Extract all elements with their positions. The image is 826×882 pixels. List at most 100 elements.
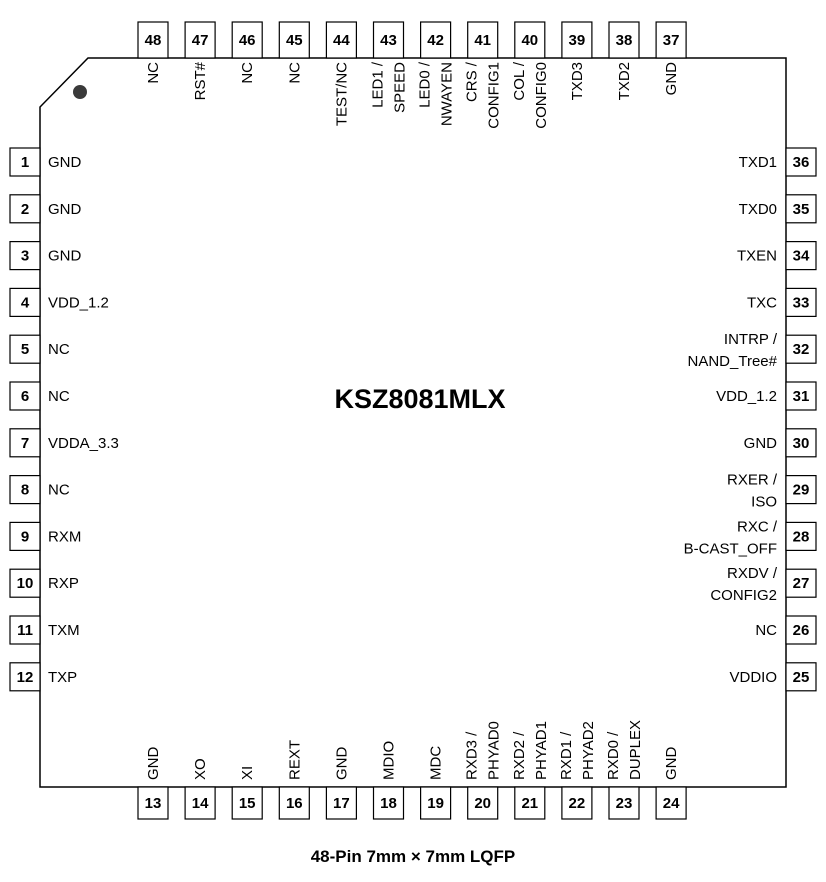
pin-label-28-line1: RXC / xyxy=(737,518,778,535)
pin-label-10: RXP xyxy=(48,575,79,592)
pin-label-26: NC xyxy=(755,622,777,639)
pin-label-9: RXM xyxy=(48,528,81,545)
pin-label-28-line2: B-CAST_OFF xyxy=(684,540,777,557)
pin-label-1: GND xyxy=(48,154,82,171)
pin-label-15: XI xyxy=(239,766,256,780)
pin-label-13: GND xyxy=(145,747,162,781)
pin-number-29: 29 xyxy=(793,482,810,499)
pin-box-36 xyxy=(785,147,817,177)
pin-box-23 xyxy=(608,786,640,820)
pin1-marker-dot xyxy=(73,85,87,99)
pin-number-21: 21 xyxy=(521,795,538,812)
pin-box-10 xyxy=(9,568,41,598)
pin-label-21-line2: PHYAD1 xyxy=(533,721,550,780)
pin-box-31 xyxy=(785,381,817,411)
pin-label-37: GND xyxy=(663,62,680,96)
pin-box-4 xyxy=(9,287,41,317)
pin-number-39: 39 xyxy=(569,32,586,49)
pin-number-41: 41 xyxy=(474,32,491,49)
pin-box-38 xyxy=(608,21,640,59)
pin-box-39 xyxy=(561,21,593,59)
pin-box-27 xyxy=(785,568,817,598)
pin-number-47: 47 xyxy=(192,32,209,49)
pin-label-8: NC xyxy=(48,482,70,499)
pin-number-3: 3 xyxy=(21,248,29,265)
pin-box-35 xyxy=(785,194,817,224)
pin-box-44 xyxy=(325,21,357,59)
pin-box-32 xyxy=(785,334,817,364)
chip-title: KSZ8081MLX xyxy=(334,384,505,414)
pin-box-5 xyxy=(9,334,41,364)
pin-box-20 xyxy=(467,786,499,820)
pin-box-21 xyxy=(514,786,546,820)
pin-label-40-line1: COL / xyxy=(511,61,528,100)
pin-number-34: 34 xyxy=(793,248,810,265)
pin-box-3 xyxy=(9,241,41,271)
pin-label-43-line2: SPEED xyxy=(392,62,409,113)
pin-number-44: 44 xyxy=(333,32,350,49)
pin-box-8 xyxy=(9,475,41,505)
pin-label-20-line2: PHYAD0 xyxy=(486,721,503,780)
pin-label-2: GND xyxy=(48,201,82,218)
pin-box-26 xyxy=(785,615,817,645)
pin-number-37: 37 xyxy=(663,32,680,49)
pin-box-18 xyxy=(372,786,405,820)
pin-label-24: GND xyxy=(663,747,680,781)
pin-number-19: 19 xyxy=(427,795,444,812)
pin-number-17: 17 xyxy=(333,795,350,812)
pin-number-9: 9 xyxy=(21,528,29,545)
pin-number-46: 46 xyxy=(239,32,256,49)
pin-label-45: NC xyxy=(286,62,303,84)
pin-box-14 xyxy=(184,786,216,820)
pin-label-18: MDIO xyxy=(381,741,398,780)
pin-number-5: 5 xyxy=(21,341,29,358)
pin-label-25: VDDIO xyxy=(729,669,777,686)
pin-box-19 xyxy=(420,786,452,820)
pin-number-22: 22 xyxy=(569,795,586,812)
pin-label-12: TXP xyxy=(48,669,77,686)
pin-label-3: GND xyxy=(48,248,82,265)
pin-number-42: 42 xyxy=(427,32,444,49)
pin-label-16: REXT xyxy=(286,740,303,780)
pin-box-28 xyxy=(785,521,817,552)
pin-box-34 xyxy=(785,241,817,271)
pin-label-42-line1: LED0 / xyxy=(417,61,434,108)
pin-label-29-line1: RXER / xyxy=(727,472,778,489)
pin-box-25 xyxy=(785,662,817,692)
pin-number-30: 30 xyxy=(793,435,810,452)
pin-label-31: VDD_1.2 xyxy=(716,388,777,405)
pin-number-13: 13 xyxy=(145,795,162,812)
pin-label-41-line1: CRS / xyxy=(464,61,481,102)
pin-number-25: 25 xyxy=(793,669,810,686)
pin-box-43 xyxy=(372,21,405,59)
pin-label-36: TXD1 xyxy=(739,154,777,171)
pin-label-44: TEST/NC xyxy=(333,62,350,126)
pin-label-7: VDDA_3.3 xyxy=(48,435,119,452)
pin-label-35: TXD0 xyxy=(739,201,777,218)
pin-number-4: 4 xyxy=(21,294,30,311)
pin-number-7: 7 xyxy=(21,435,29,452)
pin-label-14: XO xyxy=(192,758,209,780)
pin-box-30 xyxy=(785,428,817,458)
pin-label-27-line2: CONFIG2 xyxy=(710,587,777,604)
pin-number-35: 35 xyxy=(793,201,810,218)
pin-number-15: 15 xyxy=(239,795,256,812)
pin-label-32-line2: NAND_Tree# xyxy=(688,353,778,370)
pin-label-17: GND xyxy=(333,747,350,781)
pin-label-19: MDC xyxy=(428,746,445,780)
pin-label-11: TXM xyxy=(48,622,80,639)
pin-label-21-line1: RXD2 / xyxy=(511,731,528,780)
pin-label-29-line2: ISO xyxy=(751,494,777,511)
pin-number-10: 10 xyxy=(17,575,34,592)
pin-number-33: 33 xyxy=(793,294,810,311)
pin-box-1 xyxy=(9,147,41,177)
pin-box-16 xyxy=(278,786,310,820)
pin-box-15 xyxy=(231,786,263,820)
pin-box-48 xyxy=(137,21,169,59)
pin-label-23-line1: RXD0 / xyxy=(605,731,622,780)
pin-label-6: NC xyxy=(48,388,70,405)
pin-box-9 xyxy=(9,521,41,552)
pin-box-24 xyxy=(655,786,687,820)
